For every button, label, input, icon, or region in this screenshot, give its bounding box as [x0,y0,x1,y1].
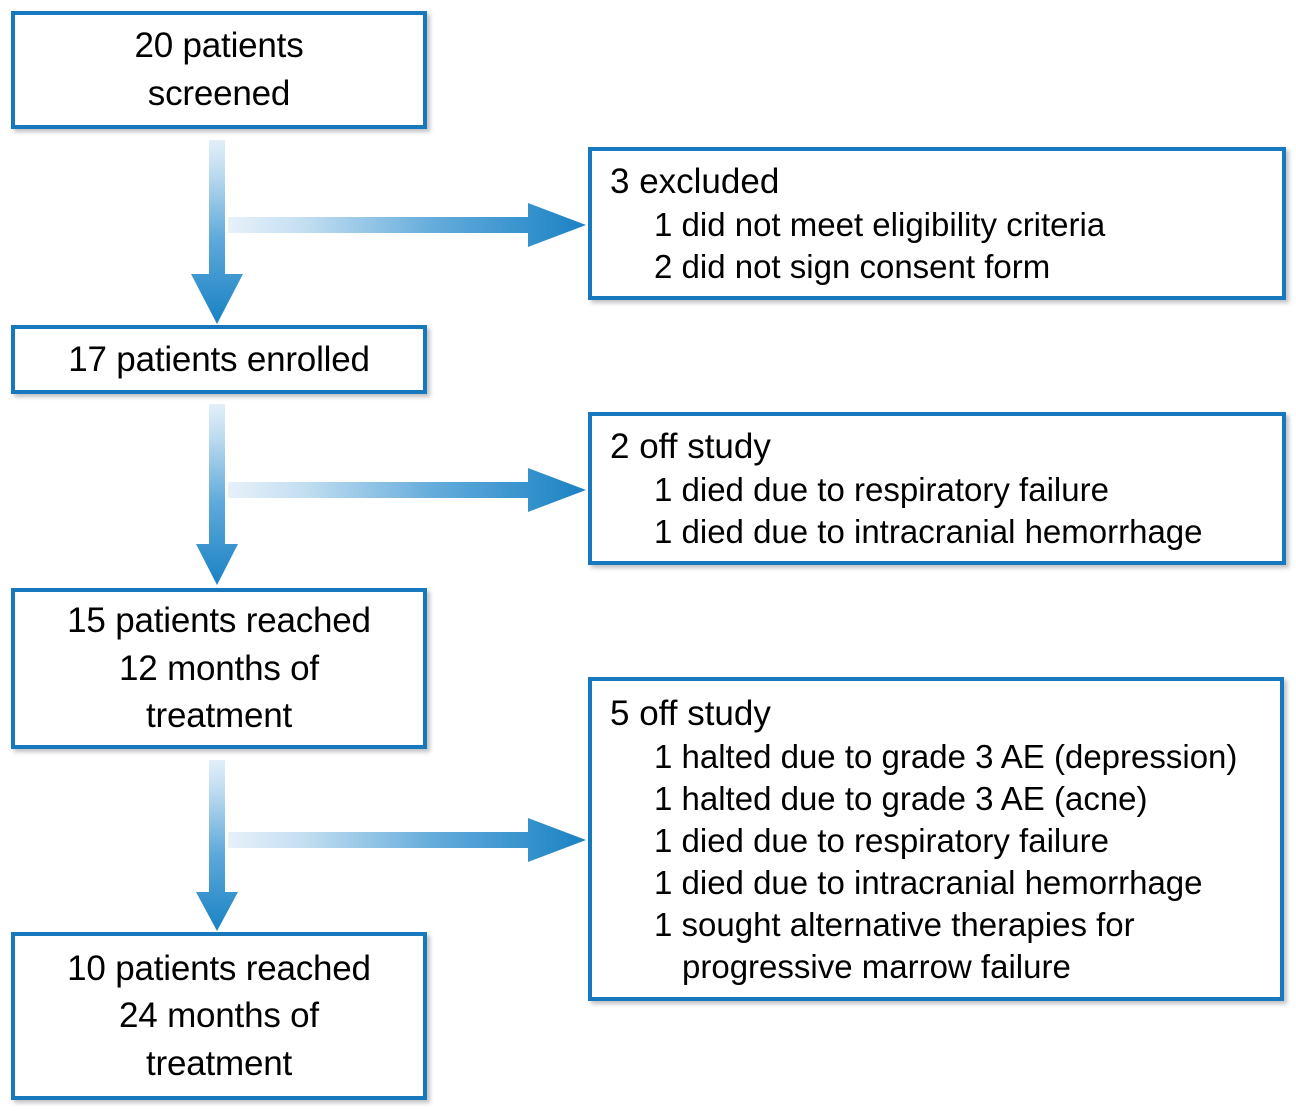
arrow-down-screened-to-enrolled [191,140,243,324]
detail-box-item: 1 did not meet eligibility criteria [654,206,1106,244]
flow-box-line: treatment [145,696,293,736]
detail-box-item: 1 halted due to grade 3 AE (acne) [654,779,1148,817]
flow-box-line: 24 months of [119,996,319,1036]
flow-box-line: screened [147,74,291,113]
detail-box-item: 1 died due to respiratory failure [654,471,1109,509]
detail-box-excluded: 3 excluded 1 did not meet eligibility cr… [588,147,1286,300]
flow-box-reached-12-months: 15 patients reached 12 months of treatme… [11,588,427,749]
arrow-right-to-excluded [228,203,586,247]
detail-box-heading: 3 excluded [610,161,780,201]
flow-box-line: 17 patients enrolled [68,339,370,379]
detail-box-item: progressive marrow failure [682,947,1071,985]
flow-box-enrolled: 17 patients enrolled [11,325,427,394]
detail-box-item: 1 sought alternative therapies for [654,905,1135,943]
flow-box-line: 10 patients reached [67,948,371,988]
arrow-down-12-months-to-24-months [191,760,243,934]
arrow-right-to-off-study-2 [228,818,586,862]
flow-box-screened: 20 patients screened [11,11,427,129]
flow-box-line: 20 patients [134,26,304,66]
detail-box-item: 1 died due to intracranial hemorrhage [654,863,1203,901]
detail-box-item: 2 did not sign consent form [654,248,1051,286]
detail-box-item: 1 halted due to grade 3 AE (depression) [654,738,1238,776]
arrow-down-enrolled-to-12-months [191,404,243,588]
flow-box-line: treatment [145,1043,293,1083]
detail-box-off-study-1: 2 off study 1 died due to respiratory fa… [588,412,1286,565]
detail-box-off-study-2: 5 off study 1 halted due to grade 3 AE (… [588,677,1284,1001]
flow-box-reached-24-months: 10 patients reached 24 months of treatme… [11,932,427,1100]
detail-box-heading: 2 off study [610,426,771,466]
detail-box-item: 1 died due to intracranial hemorrhage [654,513,1203,551]
detail-box-heading: 5 off study [610,693,771,733]
flow-box-line: 12 months of [119,648,319,688]
flow-box-line: 15 patients reached [67,601,371,641]
arrow-right-to-off-study-1 [228,468,586,512]
detail-box-item: 1 died due to respiratory failure [654,821,1109,859]
